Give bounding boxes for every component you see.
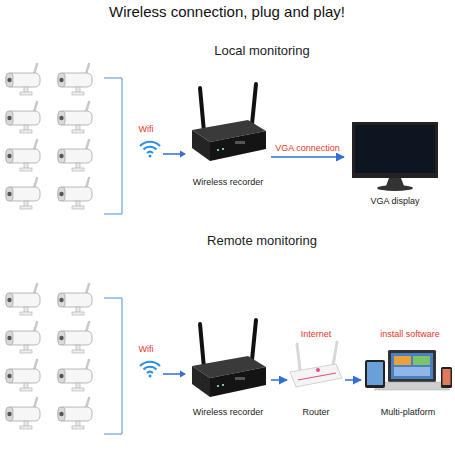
arrow-line (163, 373, 180, 375)
monitor-screen (355, 125, 435, 173)
devices-image (365, 350, 452, 390)
tablet (365, 360, 385, 388)
camera (58, 284, 92, 315)
bracket (104, 298, 122, 434)
device-caption: Wireless recorder (193, 407, 264, 418)
camera (58, 398, 92, 429)
device-node: Wireless recorder (186, 78, 270, 188)
annotation-label: Wifi (139, 124, 154, 134)
wifi-symbol (140, 142, 160, 158)
arrow-line (163, 153, 180, 155)
device-node: VGA display (345, 112, 445, 207)
annotation-label: Wifi (139, 344, 154, 354)
display-tile (413, 356, 430, 365)
device-caption: Multi-platform (381, 407, 436, 418)
camera (6, 64, 40, 95)
camera (6, 360, 40, 391)
device-node: Router (288, 340, 344, 418)
camera (6, 398, 40, 429)
phone-screen (443, 369, 451, 385)
tablet-screen (367, 362, 383, 385)
camera (58, 140, 92, 171)
arrow-head (180, 371, 186, 378)
monitor-base (377, 185, 413, 191)
connector-arrow (271, 379, 287, 381)
annotation-label: install software (380, 329, 440, 339)
router-antenna (333, 342, 337, 366)
connector-label: VGA connection (275, 143, 340, 153)
device-node: Wireless recorder (186, 318, 270, 418)
device-caption: VGA display (370, 196, 419, 207)
annotation-label: Local monitoring (214, 44, 309, 59)
diagram-title: Wireless connection, plug and play! (109, 3, 345, 20)
camera (58, 178, 92, 209)
camera (6, 102, 40, 133)
camera (58, 322, 92, 353)
laptop-display (391, 353, 433, 379)
laptop-screen (388, 350, 436, 382)
camera (6, 284, 40, 315)
camera (58, 360, 92, 391)
camera (6, 322, 40, 353)
wifi-symbol (140, 362, 160, 378)
device-caption: Router (302, 407, 329, 418)
monitor-frame (352, 122, 438, 178)
monitor-stand (386, 178, 404, 186)
annotation-label: Internet (301, 329, 332, 339)
display-tile (394, 356, 411, 365)
recorder-image (192, 320, 266, 397)
camera (58, 102, 92, 133)
display-tile (394, 367, 430, 376)
recorder-image (192, 84, 266, 161)
connector-arrow (271, 156, 344, 158)
connector-arrow (345, 379, 361, 381)
camera (58, 64, 92, 95)
router-body (290, 364, 342, 387)
camera (6, 140, 40, 171)
laptop-base (374, 382, 450, 390)
device-node: Multi-platform (362, 340, 454, 418)
camera (6, 178, 40, 209)
router-image (290, 342, 342, 387)
monitor-image (352, 122, 438, 191)
phone (441, 367, 452, 388)
annotation-label: Remote monitoring (207, 234, 317, 249)
bracket (104, 78, 122, 214)
router-antenna (297, 344, 300, 370)
arrow-head (180, 151, 186, 158)
router-stripe (298, 373, 336, 380)
router-light (316, 368, 320, 372)
device-caption: Wireless recorder (193, 177, 264, 188)
